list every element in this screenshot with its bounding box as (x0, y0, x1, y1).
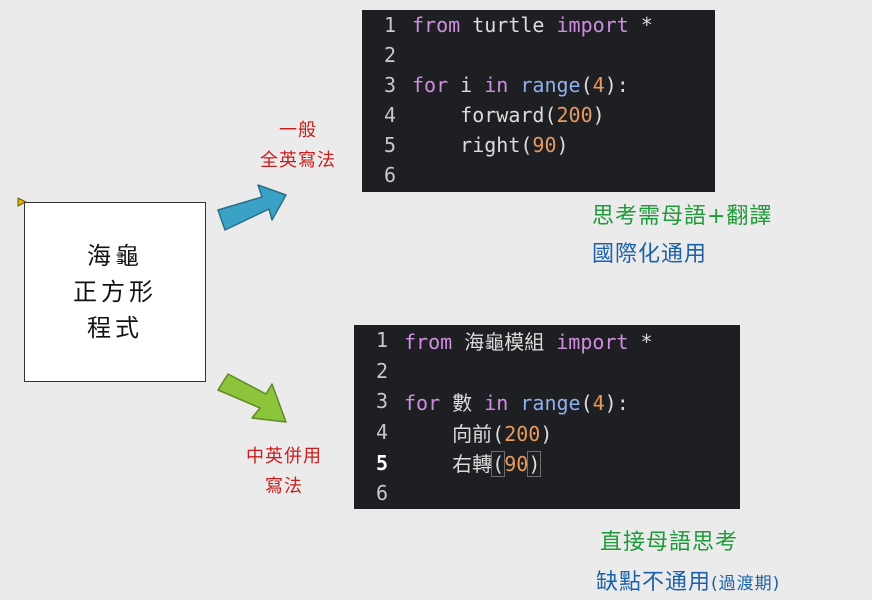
code-token: ): (604, 390, 629, 415)
code-token: ) (556, 133, 569, 157)
corner-marker-icon (17, 197, 28, 207)
code-line: 5 right(90) (362, 130, 715, 160)
line-number: 3 (383, 73, 396, 97)
bottom-branch-label: 中英併用 寫法 (224, 442, 344, 502)
code-token: forward( (412, 103, 557, 127)
code-token: 90 (532, 133, 557, 157)
code-token: range (520, 73, 581, 97)
bottom-note-line-1: 直接母語思考 (600, 530, 739, 555)
bottom-note-aside: (過渡期) (711, 574, 781, 594)
code-line: 4 forward(200) (362, 100, 715, 130)
code-token: 4 (592, 390, 605, 415)
code-token: 向前( (404, 421, 505, 446)
code-token: ) (540, 421, 553, 446)
top-note-line-2: 國際化通用 (592, 242, 708, 267)
code-token: range (520, 390, 581, 415)
code-token: 200 (504, 421, 541, 446)
code-token: in (484, 390, 509, 415)
top-branch-label: 一般 全英寫法 (238, 116, 358, 176)
code-line: 3 for 數 in range(4): (354, 386, 740, 417)
code-line: 3 for i in range(4): (362, 70, 715, 100)
line-number: 5 (383, 133, 396, 157)
code-token: import (556, 13, 629, 37)
code-token: 4 (592, 73, 605, 97)
code-text: for 數 in range(4): (404, 387, 629, 416)
english-code-block: 1 from turtle import * 2 3 for i in range(4)… (362, 10, 715, 192)
center-concept-box: 海龜 正方形 程式 (24, 202, 206, 382)
code-token: 數 (440, 390, 485, 415)
code-line: 6 (362, 160, 715, 190)
code-token: for (412, 73, 449, 97)
code-token: import (556, 329, 629, 354)
line-number: 6 (375, 481, 388, 506)
code-token: * (628, 13, 653, 37)
blue-arrow-icon (217, 184, 287, 231)
code-token: turtle (460, 13, 557, 37)
line-number: 1 (383, 13, 396, 37)
line-number: 4 (383, 103, 396, 127)
code-text: forward(200) (412, 103, 605, 127)
top-label-line-1: 一般 (279, 120, 317, 141)
code-token: in (484, 73, 509, 97)
bottom-note-line-2: 缺點不通用(過渡期) (596, 564, 780, 596)
code-token: i (448, 73, 485, 97)
center-line-3: 程式 (87, 314, 143, 342)
green-arrow-icon (217, 373, 287, 423)
code-line: 2 (362, 40, 715, 70)
code-line: 6 (354, 478, 740, 509)
line-number: 5 (375, 450, 388, 475)
line-number: 1 (375, 328, 388, 353)
line-number: 3 (375, 389, 388, 414)
code-token: ( (580, 390, 593, 415)
code-text: 向前(200) (404, 418, 552, 447)
bottom-label-line-2: 寫法 (265, 476, 303, 497)
line-number: 4 (375, 420, 388, 445)
code-token: ( (491, 451, 506, 478)
bottom-note-main: 缺點不通用 (596, 570, 712, 595)
code-text: 右轉(90) (404, 448, 542, 478)
code-line: 1 from 海龜模組 import * (354, 325, 740, 356)
code-token: 200 (556, 103, 593, 127)
code-token (508, 73, 520, 97)
line-number: 2 (383, 43, 396, 67)
code-token: for (404, 390, 441, 415)
code-token: ) (592, 103, 605, 127)
code-text: for i in range(4): (412, 73, 629, 97)
code-token: * (628, 329, 653, 354)
bottom-label-line-1: 中英併用 (246, 446, 322, 467)
line-number: 6 (383, 163, 396, 187)
code-line: 5 右轉(90) (354, 447, 740, 478)
code-line: 4 向前(200) (354, 417, 740, 448)
code-text: from 海龜模組 import * (404, 326, 653, 355)
code-text: right(90) (412, 133, 569, 157)
code-token: 90 (504, 452, 529, 477)
code-line: 2 (354, 356, 740, 387)
top-note-line-1: 思考需母語+翻譯 (592, 204, 773, 229)
code-line: 1 from turtle import * (362, 10, 715, 40)
code-token (508, 391, 520, 415)
code-token: ( (580, 73, 593, 97)
line-number: 2 (375, 358, 388, 383)
code-token: 右轉 (404, 452, 493, 477)
top-label-line-2: 全英寫法 (260, 150, 336, 171)
code-text: from turtle import * (412, 13, 653, 37)
code-token: ) (527, 451, 542, 478)
code-token: right( (412, 133, 533, 157)
code-token: 海龜模組 (452, 329, 557, 354)
code-token: from (404, 329, 453, 354)
code-token: ): (604, 73, 629, 97)
center-line-2: 正方形 (73, 278, 157, 306)
center-line-1: 海龜 (87, 242, 143, 270)
code-token: from (412, 13, 461, 37)
